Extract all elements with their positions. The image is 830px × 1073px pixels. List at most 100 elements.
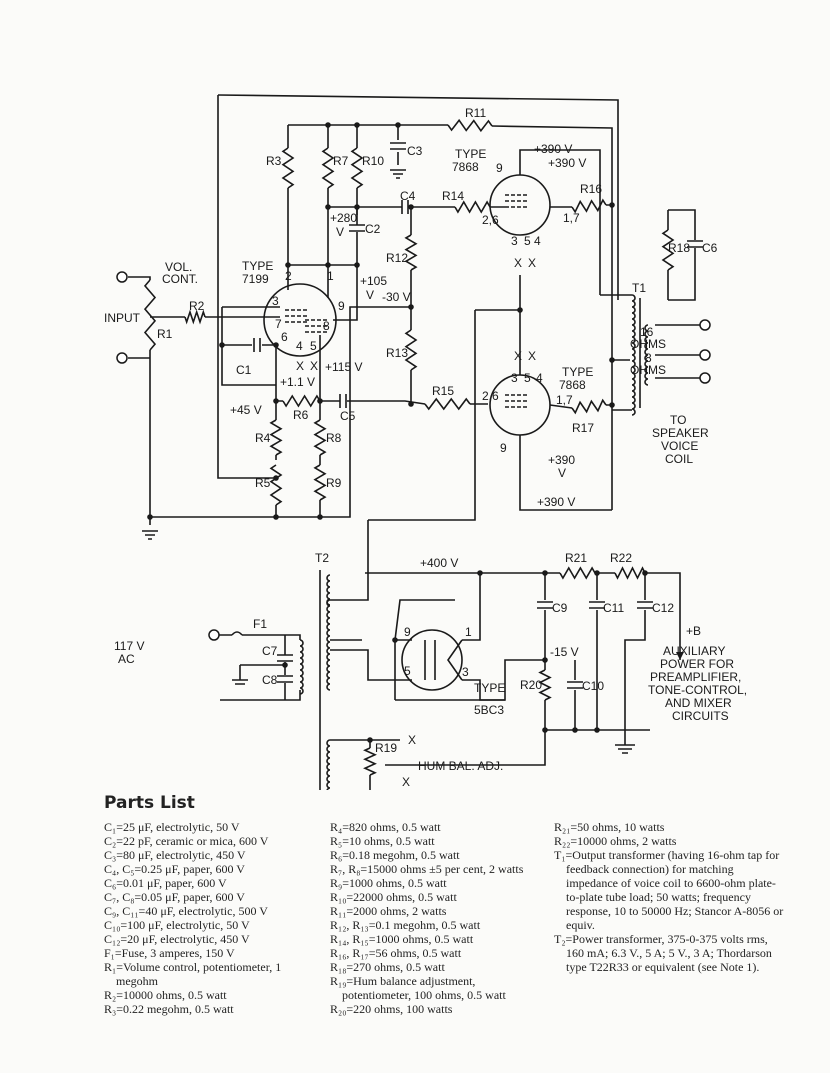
x-terminal: X (310, 359, 318, 373)
r3-resistor (281, 147, 295, 189)
junction-dot (273, 475, 279, 481)
t2-primary-coil (299, 639, 304, 695)
junction-dot (367, 737, 373, 743)
t2-coil (326, 574, 331, 606)
tube-7868-lower-type: TYPE (562, 365, 593, 379)
voltage-390-unit: V (558, 466, 566, 480)
c2-label: C2 (365, 222, 381, 236)
r8-resistor (313, 419, 327, 456)
parts-list-item: R₁₉=Hum balance adjustment, potentiomete… (330, 974, 506, 1002)
c10-capacitor (567, 681, 583, 689)
junction-dot (517, 307, 523, 313)
to-speaker-label: SPEAKER (652, 426, 709, 440)
voltage-280-unit: V (336, 225, 344, 239)
pin-label: 8 (323, 319, 330, 333)
voltage-400: +400 V (420, 556, 458, 570)
ohms-16-label: OHMS (630, 337, 666, 351)
voltage-280: +280 (330, 211, 357, 225)
tube-5bc3-model: 5BC3 (474, 703, 504, 717)
junction-dot (282, 662, 288, 668)
voltage-105-unit: V (366, 288, 374, 302)
c12-capacitor (637, 601, 653, 609)
junction-dot (285, 262, 291, 268)
c3-label: C3 (407, 144, 423, 158)
parts-list-item: C₁=25 μF, electrolytic, 50 V (104, 820, 240, 834)
c8-label: C8 (262, 673, 278, 687)
pin-label: 3 (511, 371, 518, 385)
tube-7868-upper-type: TYPE (455, 147, 486, 161)
b-plus-label: +B (686, 624, 701, 638)
c10-label: C10 (582, 679, 604, 693)
ohms-16-label: 16 (640, 325, 654, 339)
pin-label: 2 (285, 269, 292, 283)
tube-grid (305, 319, 327, 333)
hum-bal-label: HUM BAL. ADJ. (418, 759, 503, 773)
parts-list-item: R₆=0.18 megohm, 0.5 watt (330, 848, 460, 862)
aux-power-label: AUXILIARY (663, 644, 725, 658)
junction-dot (147, 514, 153, 520)
r11-label: R11 (465, 106, 486, 120)
c5-label: C5 (340, 409, 356, 423)
r21-resistor (559, 566, 596, 580)
c11-capacitor (589, 601, 605, 609)
r17-label: R17 (572, 421, 594, 435)
t2-label: T2 (315, 551, 329, 565)
pin-label: 4 (536, 371, 543, 385)
junction-dot (408, 204, 414, 210)
junction-dot (325, 122, 331, 128)
r1-label: R1 (157, 327, 173, 341)
t2-coil (326, 599, 331, 691)
junction-dot (408, 304, 414, 310)
parts-list-item: R₇, R₈=15000 ohms ±5 per cent, 2 watts (330, 862, 524, 876)
parts-list-item: C₇, C₈=0.05 μF, paper, 600 V (104, 890, 245, 904)
r12-label: R12 (386, 251, 408, 265)
junction-dot (542, 727, 548, 733)
t1-label: T1 (632, 281, 646, 295)
c9-label: C9 (552, 601, 568, 615)
junction-dot (317, 514, 323, 520)
r18-resistor (661, 229, 675, 271)
parts-list-item: R₁₀=22000 ohms, 0.5 watt (330, 890, 457, 904)
r22-resistor (614, 566, 646, 580)
junction-dot (642, 570, 648, 576)
parts-list-item: R₁₈=270 ohms, 0.5 watt (330, 960, 445, 974)
tube-7199-model: 7199 (242, 272, 269, 286)
junction-dot (594, 570, 600, 576)
voltage-390: +390 (548, 453, 575, 467)
r14-resistor (454, 200, 491, 214)
voltage-115: +115 V (325, 360, 362, 374)
r20-label: R20 (520, 678, 542, 692)
c5-capacitor (339, 394, 347, 408)
parts-list-item: R₂=10000 ohms, 0.5 watt (104, 988, 227, 1002)
r13-label: R13 (386, 346, 408, 360)
junction-dot (572, 727, 578, 733)
r17-resistor (571, 398, 607, 415)
r16-resistor (571, 198, 607, 214)
parts-list-item: C₉, C₁₁=40 μF, electrolytic, 500 V (104, 904, 268, 918)
vol-cont-label: VOL. (165, 260, 192, 274)
parts-list-item: R₂₂=10000 ohms, 2 watts (554, 834, 677, 848)
pin-label: 2,6 (482, 389, 499, 403)
parts-list-item: R₅=10 ohms, 0.5 watt (330, 834, 435, 848)
junction-dot (609, 202, 615, 208)
pin-label: 5 (310, 339, 317, 353)
c4-capacitor (401, 200, 409, 214)
transformer-core (319, 298, 641, 790)
pin-label: 3 (462, 665, 469, 679)
aux-power-label: TONE-CONTROL, (648, 683, 747, 697)
r16-label: R16 (580, 182, 602, 196)
parts-list-item: R₁=Volume control, potentiometer, 1 mego… (104, 960, 282, 988)
x-terminal: X (528, 256, 536, 270)
terminal-icon (208, 629, 220, 641)
tube-5bc3-type: TYPE (474, 681, 505, 695)
r9-label: R9 (326, 476, 342, 490)
voltage-390: +390 V (534, 142, 572, 156)
schematic-components (116, 118, 711, 790)
junction-dot (542, 657, 548, 663)
junction-dot (219, 342, 225, 348)
aux-power-label: POWER FOR (660, 657, 734, 671)
tube-5bc3-elements (424, 639, 463, 681)
parts-list-item: R₁₂, R₁₃=0.1 megohm, 0.5 watt (330, 918, 481, 932)
r6-label: R6 (293, 408, 309, 422)
